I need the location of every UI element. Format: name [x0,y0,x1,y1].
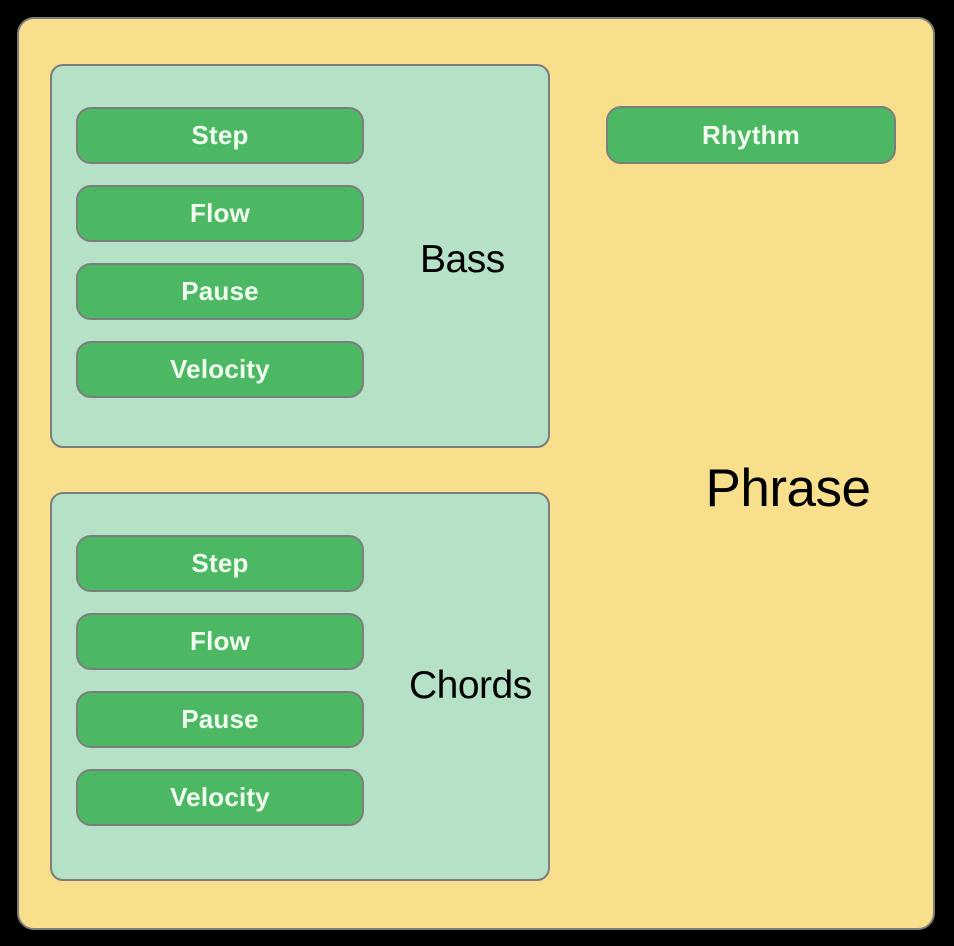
group-panel-chords: Step Flow Pause Velocity Chords [50,492,550,881]
phrase-label: Phrase [705,459,871,518]
group-panel-bass: Step Flow Pause Velocity Bass [50,64,550,448]
chords-velocity-button[interactable]: Velocity [76,769,364,826]
chords-pause-button[interactable]: Pause [76,691,364,748]
bass-pause-button[interactable]: Pause [76,263,364,320]
phrase-container: Step Flow Pause Velocity Bass Step Flow … [17,17,935,930]
bass-step-button[interactable]: Step [76,107,364,164]
rhythm-button[interactable]: Rhythm [606,106,896,164]
chords-step-button[interactable]: Step [76,535,364,592]
bass-velocity-button[interactable]: Velocity [76,341,364,398]
group-label-chords: Chords [409,664,532,707]
chords-flow-button[interactable]: Flow [76,613,364,670]
group-label-bass: Bass [420,238,505,281]
bass-flow-button[interactable]: Flow [76,185,364,242]
